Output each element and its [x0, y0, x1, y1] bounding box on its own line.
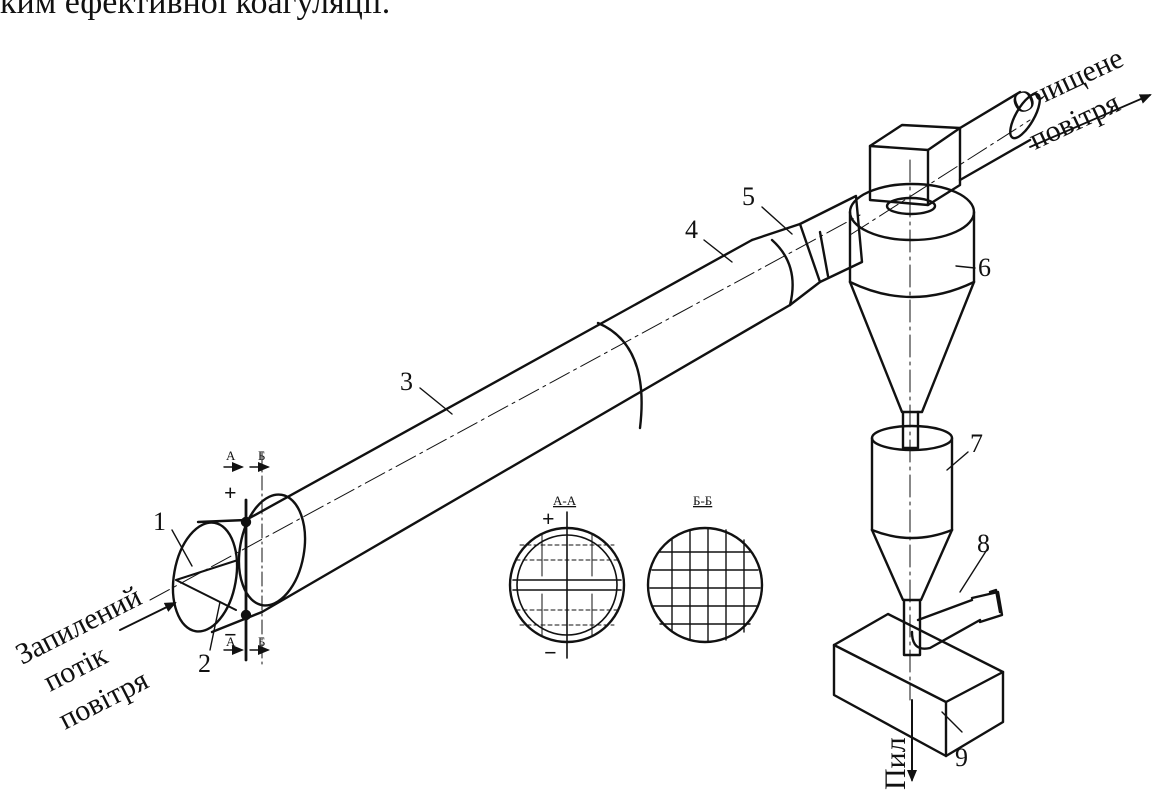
inlet-nozzle [171, 518, 264, 634]
section-aa-minus: − [544, 640, 557, 665]
collector-bunker [870, 424, 954, 657]
dust-label: Пил [879, 737, 912, 790]
marker-a-top: А [226, 448, 236, 463]
label-2: 2 [198, 649, 211, 678]
pipe-axis [149, 214, 861, 601]
outlet-arrow [1029, 94, 1152, 148]
label-1: 1 [153, 507, 166, 536]
label-3: 3 [400, 367, 413, 396]
label-5: 5 [742, 182, 755, 211]
outlet-axis [849, 119, 1031, 236]
marker-b-bottom: Б [258, 634, 265, 649]
electrode-section [237, 451, 307, 666]
marker-a-bottom: А [226, 634, 236, 649]
marker-b-top: Б [258, 448, 265, 463]
section-aa-title: А-А [553, 493, 577, 508]
side-pipe [910, 588, 1004, 650]
leader-lines [171, 206, 989, 733]
diffuser-section [750, 222, 822, 307]
label-6: 6 [978, 253, 991, 282]
electrode-plus: + [224, 480, 237, 505]
cyclone [848, 182, 976, 450]
caption-fragment: ким ефективної коагуляції. [0, 0, 391, 21]
label-7: 7 [970, 429, 983, 458]
base-box [832, 612, 1005, 758]
section-aa-plus: + [542, 506, 555, 531]
section-bb [646, 526, 764, 644]
label-4: 4 [685, 215, 698, 244]
section-bb-title: Б-Б [693, 493, 712, 508]
inlet-arrow [119, 602, 177, 631]
section-aa [508, 511, 626, 659]
outlet-box [868, 90, 1041, 207]
label-9: 9 [955, 743, 968, 772]
label-8: 8 [977, 529, 990, 558]
connector-section [798, 194, 864, 284]
electrode-minus: − [224, 622, 237, 647]
coagulation-tube [244, 238, 792, 614]
section-markers [223, 462, 270, 655]
